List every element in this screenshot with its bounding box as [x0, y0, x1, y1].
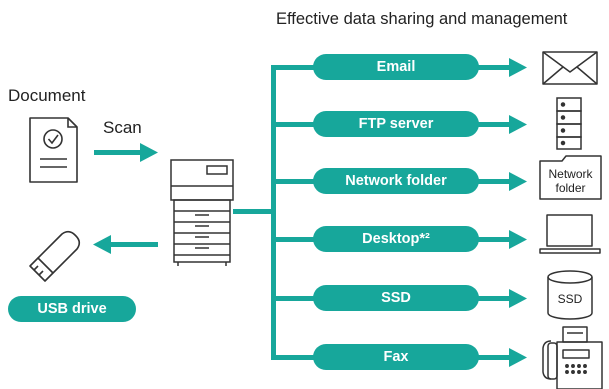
document-icon: [29, 117, 78, 183]
distribution-trunk: [271, 65, 276, 360]
scan-label: Scan: [103, 118, 142, 137]
destination-network-folder-pill: Network folder: [313, 168, 479, 194]
destination-ftp-server-pill: FTP server: [313, 111, 479, 137]
header-title: Effective data sharing and management: [276, 10, 568, 28]
network-folder-icon-text-line1: Network: [548, 167, 593, 181]
fax-icon: [542, 326, 603, 389]
destination-ssd-pill: SSD: [313, 285, 479, 311]
folder-icon: [539, 155, 602, 200]
envelope-icon: [542, 51, 598, 85]
network-folder-icon-text-line2: folder: [555, 181, 586, 195]
printer-icon: [170, 159, 234, 266]
destination-fax-pill: Fax: [313, 344, 479, 370]
usb-arrow: [93, 235, 158, 254]
usb-drive-icon: [29, 230, 81, 282]
laptop-icon: [539, 214, 601, 254]
printer-connector: [233, 209, 276, 214]
ssd-icon: [547, 270, 593, 320]
destination-email-pill: Email: [313, 54, 479, 80]
usb-drive-pill: USB drive: [8, 296, 136, 322]
server-icon: [556, 97, 582, 150]
destination-desktop-pill: Desktop*²: [313, 226, 479, 252]
document-label: Document: [8, 86, 86, 105]
scan-arrow: [94, 143, 158, 162]
ssd-icon-text: SSD: [557, 292, 583, 306]
